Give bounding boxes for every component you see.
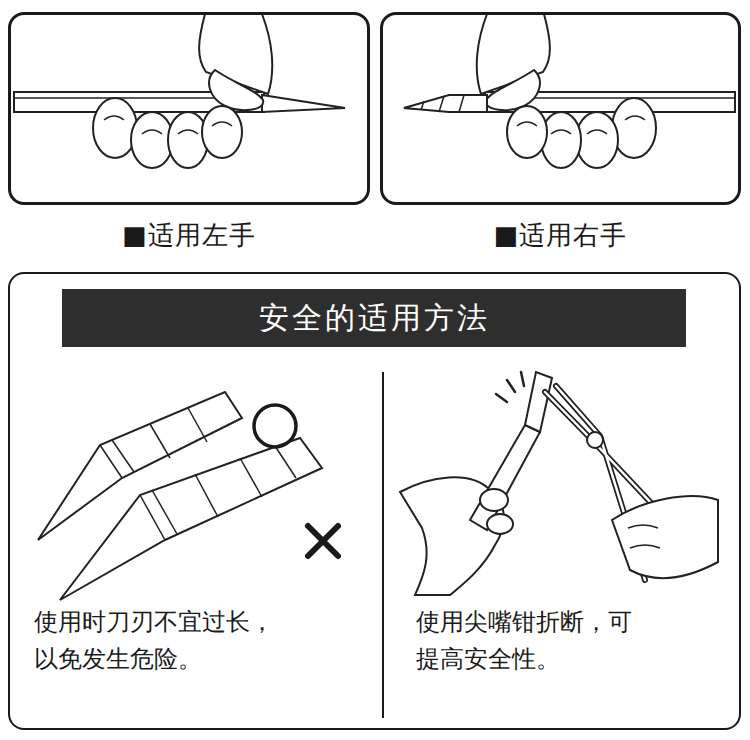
finger (487, 514, 513, 534)
blade-segments (140, 446, 296, 540)
blade-comparison (38, 392, 338, 600)
instruction-section: 使用时刀刃不宜过长， 以免发生危险。 (24, 604, 376, 716)
blade-segments (100, 408, 207, 478)
finger (480, 489, 508, 511)
right-hand-illustration (404, 14, 735, 168)
right-hand (612, 496, 718, 578)
instruction-text: 使用时刀刃不宜过长， 以免发生危险。 (24, 604, 288, 678)
finger-lines (628, 525, 660, 548)
knife-blade (525, 372, 552, 432)
instruction-frame: 安全的适用方法使用时刀刃不宜过长， 以免发生危险。 使用尖嘴钳折断，可 提高安全性… (8, 272, 741, 730)
pliers-pivot (587, 432, 603, 448)
long-blade (404, 95, 487, 112)
left-hand-illustration (14, 14, 345, 168)
title-band: 安全的适用方法 (62, 289, 686, 347)
divider-line (382, 372, 384, 718)
illustration-panel: ■适用右手 (380, 12, 741, 205)
mirrored-hand (404, 14, 735, 168)
instruction-section: 使用尖嘴钳折断，可 提高安全性。 (406, 604, 726, 716)
correct-mark (254, 405, 296, 447)
instruction-text: 使用尖嘴钳折断，可 提高安全性。 (406, 604, 646, 678)
caption-text: ■适用左手 (11, 218, 367, 253)
blade-segments (421, 95, 464, 112)
caption-text: ■适用右手 (383, 218, 738, 253)
snap-marks (496, 372, 524, 402)
wrong-mark (308, 526, 338, 556)
long-blade (60, 438, 322, 600)
pliers-illustration (400, 372, 718, 595)
illustration-panel: ■适用左手 (8, 12, 370, 205)
